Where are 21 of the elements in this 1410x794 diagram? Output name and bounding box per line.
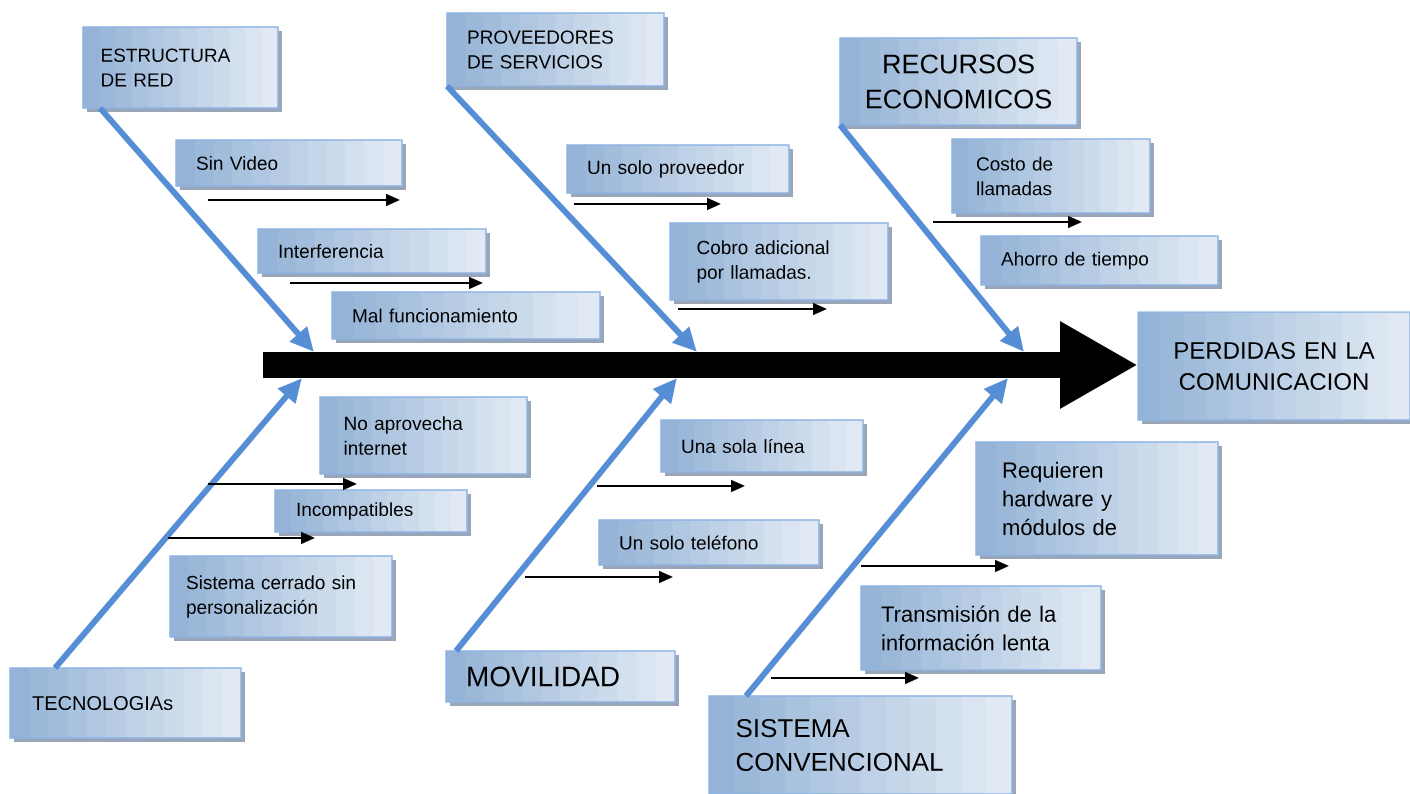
cause-box: PROVEEDORES DE SERVICIOS <box>446 12 668 90</box>
cause-box: Sin Video <box>175 139 406 190</box>
cause-box: Sistema cerrado sin personalización <box>169 555 396 641</box>
cause-box: Transmisión de la información lenta <box>860 585 1105 674</box>
cause-box: ESTRUCTURA DE RED <box>82 26 282 112</box>
cause-box: SISTEMA CONVENCIONAL <box>708 695 1016 794</box>
cause-box: Interferencia <box>257 228 490 277</box>
cause-box: No aprovecha internet <box>319 396 531 478</box>
cause-box: Una sola línea <box>660 419 867 476</box>
cause-box: Ahorro de tiempo <box>980 235 1222 289</box>
cause-box: Cobro adicional por llamadas. <box>669 222 892 304</box>
cause-box: Requieren hardware y módulos de <box>975 441 1222 559</box>
cause-box: Un solo proveedor <box>566 144 793 197</box>
cause-box: Un solo teléfono <box>598 519 823 569</box>
cause-box: Costo de llamadas <box>951 138 1154 217</box>
cause-box: Mal funcionamiento <box>331 291 604 343</box>
cause-box: RECURSOS ECONOMICOS <box>839 37 1081 129</box>
cause-box: TECNOLOGIAs <box>9 667 245 742</box>
cause-box: Incompatibles <box>274 489 471 536</box>
cause-box: MOVILIDAD <box>445 650 679 706</box>
cause-box: PERDIDAS EN LA COMUNICACION <box>1137 311 1410 424</box>
